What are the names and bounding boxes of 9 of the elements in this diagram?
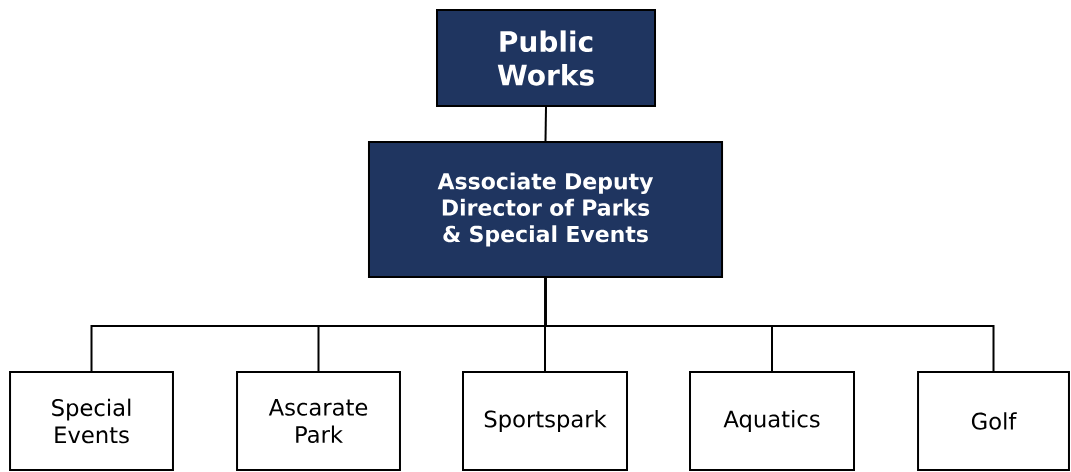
- unit-box: Sportspark: [462, 371, 628, 471]
- unit-box: Special Events: [9, 371, 174, 471]
- title-box: Public Works: [436, 9, 656, 107]
- unit-box: Aquatics: [689, 371, 855, 471]
- connector-line: [544, 106, 547, 143]
- connector-line: [544, 276, 995, 372]
- unit-box: Ascarate Park: [236, 371, 401, 471]
- director-box: Associate Deputy Director of Parks & Special Events: [367, 141, 724, 278]
- unit-box: Golf: [917, 371, 1070, 471]
